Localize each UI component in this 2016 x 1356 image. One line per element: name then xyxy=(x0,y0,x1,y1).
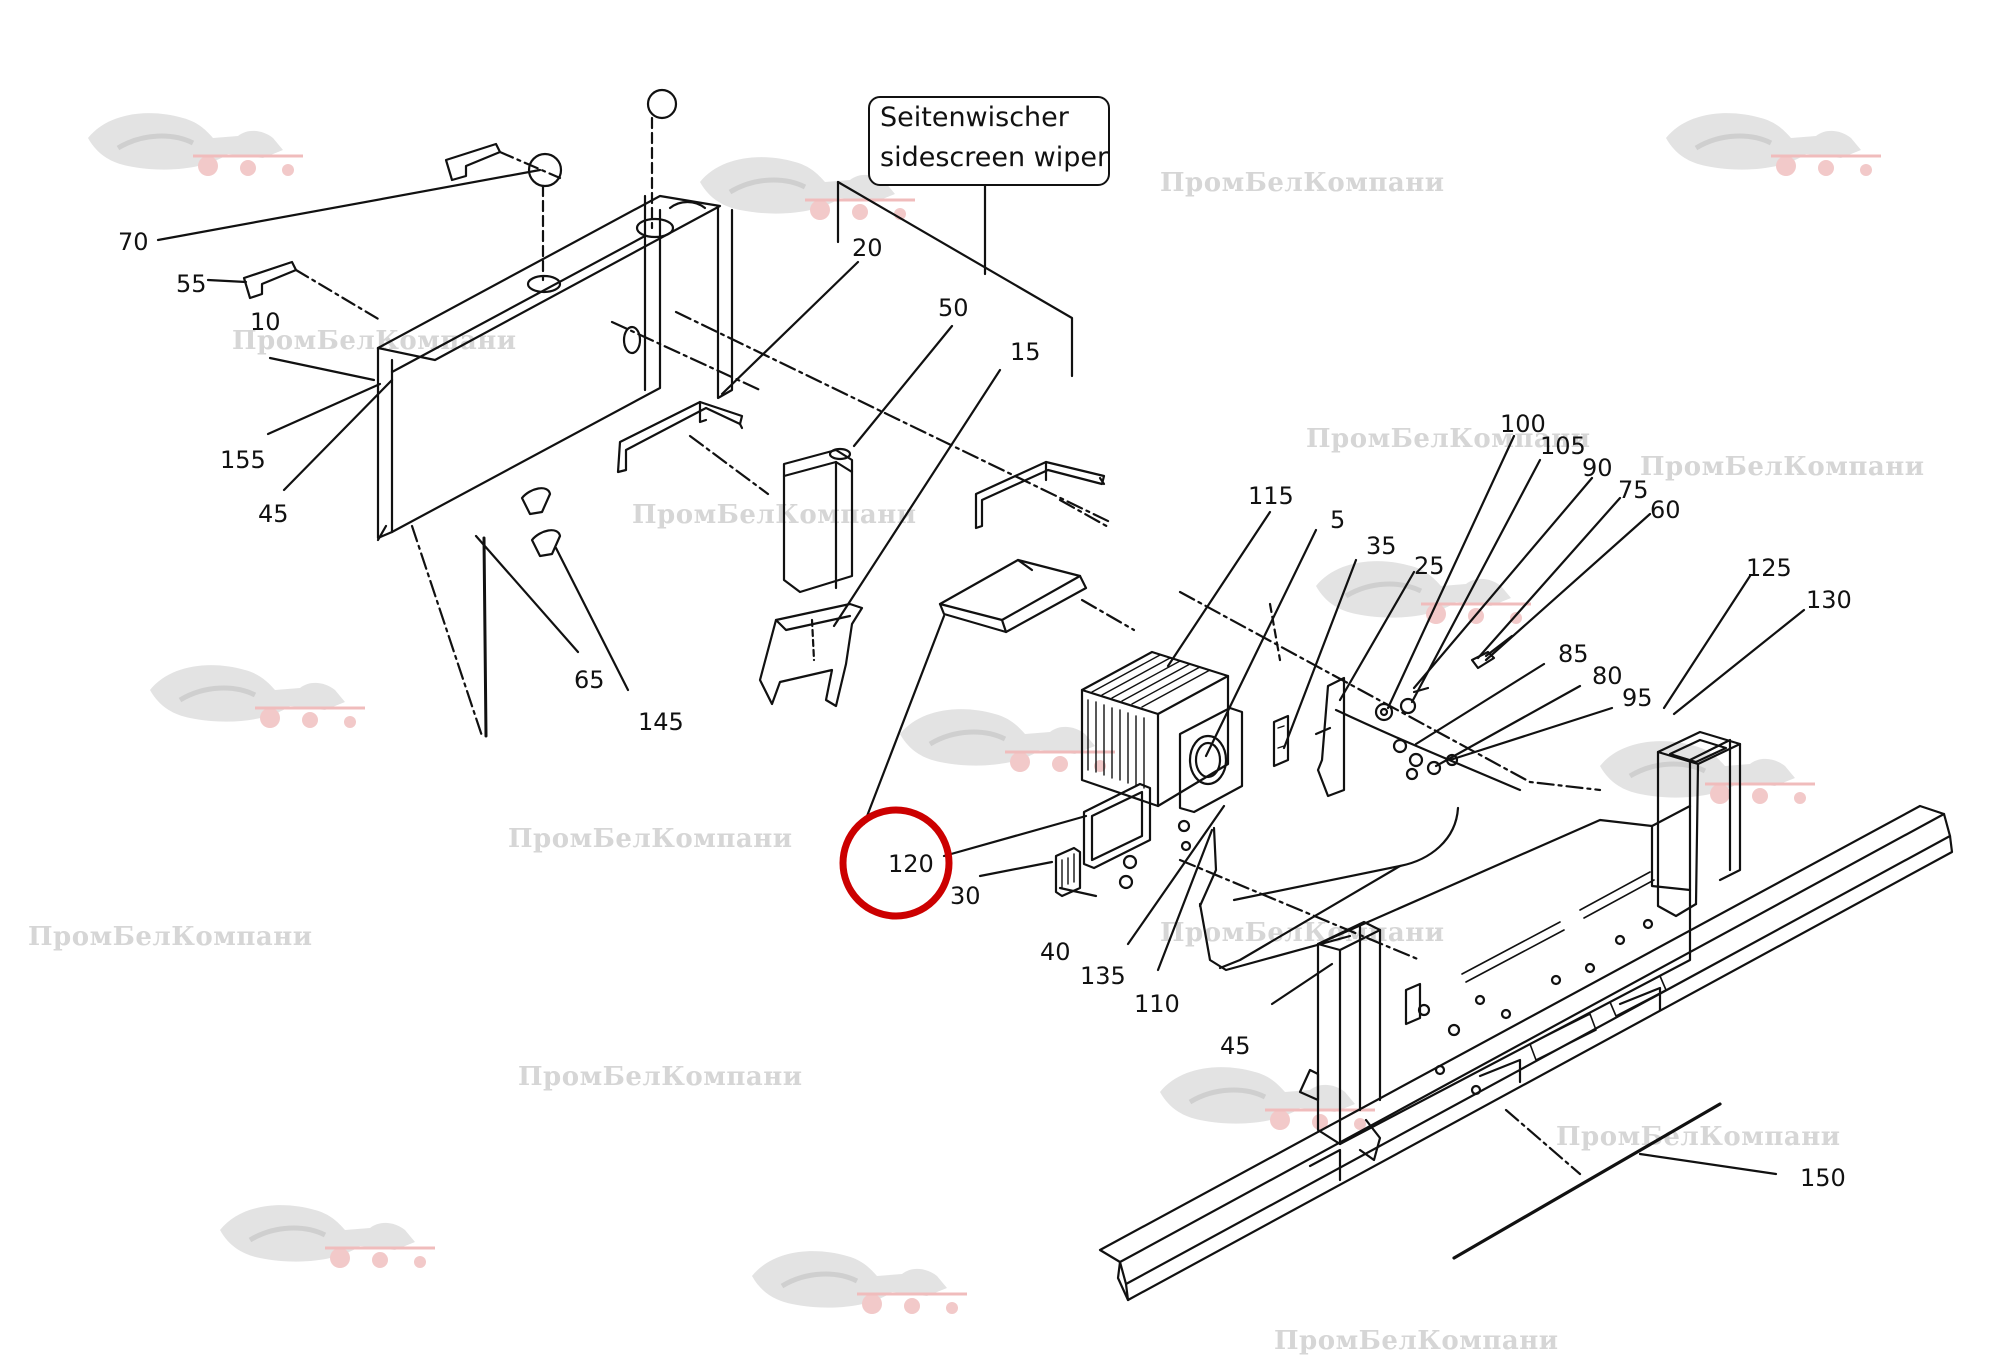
callout-box: Seitenwischer sidescreen wiper xyxy=(868,96,1110,186)
label-130: 130 xyxy=(1806,586,1852,614)
watermark-text: ПромБелКомпани xyxy=(632,500,917,530)
label-40: 40 xyxy=(1040,938,1071,966)
label-20: 20 xyxy=(852,234,883,262)
label-95: 95 xyxy=(1622,684,1653,712)
label-10: 10 xyxy=(250,308,281,336)
label-80: 80 xyxy=(1592,662,1623,690)
label-60: 60 xyxy=(1650,496,1681,524)
label-150: 150 xyxy=(1800,1164,1846,1192)
label-85: 85 xyxy=(1558,640,1589,668)
label-30: 30 xyxy=(950,882,981,910)
callout-line-de: Seitenwischer xyxy=(880,102,1069,133)
label-120: 120 xyxy=(888,850,934,878)
label-15: 15 xyxy=(1010,338,1041,366)
label-110: 110 xyxy=(1134,990,1180,1018)
label-75: 75 xyxy=(1618,476,1649,504)
label-65: 65 xyxy=(574,666,605,694)
watermark-text: ПромБелКомпани xyxy=(1306,424,1591,454)
label-25: 25 xyxy=(1414,552,1445,580)
watermark-text: ПромБелКомпани xyxy=(1556,1122,1841,1152)
label-55: 55 xyxy=(176,270,207,298)
label-35: 35 xyxy=(1366,532,1397,560)
label-135: 135 xyxy=(1080,962,1126,990)
label-145: 145 xyxy=(638,708,684,736)
watermark-logo xyxy=(88,113,303,176)
label-5: 5 xyxy=(1330,506,1345,534)
watermark-text: ПромБелКомпани xyxy=(1160,168,1445,198)
watermark-text: ПромБелКомпани xyxy=(1640,452,1925,482)
watermark-logo xyxy=(220,1205,435,1268)
watermark-text: ПромБелКомпани xyxy=(518,1062,803,1092)
label-50: 50 xyxy=(938,294,969,322)
label-90: 90 xyxy=(1582,454,1613,482)
watermark-logo xyxy=(1666,113,1881,176)
label-45-left: 45 xyxy=(258,500,289,528)
watermark-logo xyxy=(1160,1067,1375,1130)
watermark-text: ПромБелКомпани xyxy=(508,824,793,854)
label-115: 115 xyxy=(1248,482,1294,510)
highlight-circle xyxy=(839,806,953,920)
label-45-right: 45 xyxy=(1220,1032,1251,1060)
watermark-text: ПромБелКомпани xyxy=(28,922,313,952)
label-125: 125 xyxy=(1746,554,1792,582)
label-105: 105 xyxy=(1540,432,1586,460)
watermark-logo xyxy=(150,665,365,728)
label-155: 155 xyxy=(220,446,266,474)
watermark-logo xyxy=(752,1251,967,1314)
callout-line-en: sidescreen wiper xyxy=(880,142,1109,173)
label-100: 100 xyxy=(1500,410,1546,438)
label-70: 70 xyxy=(118,228,149,256)
